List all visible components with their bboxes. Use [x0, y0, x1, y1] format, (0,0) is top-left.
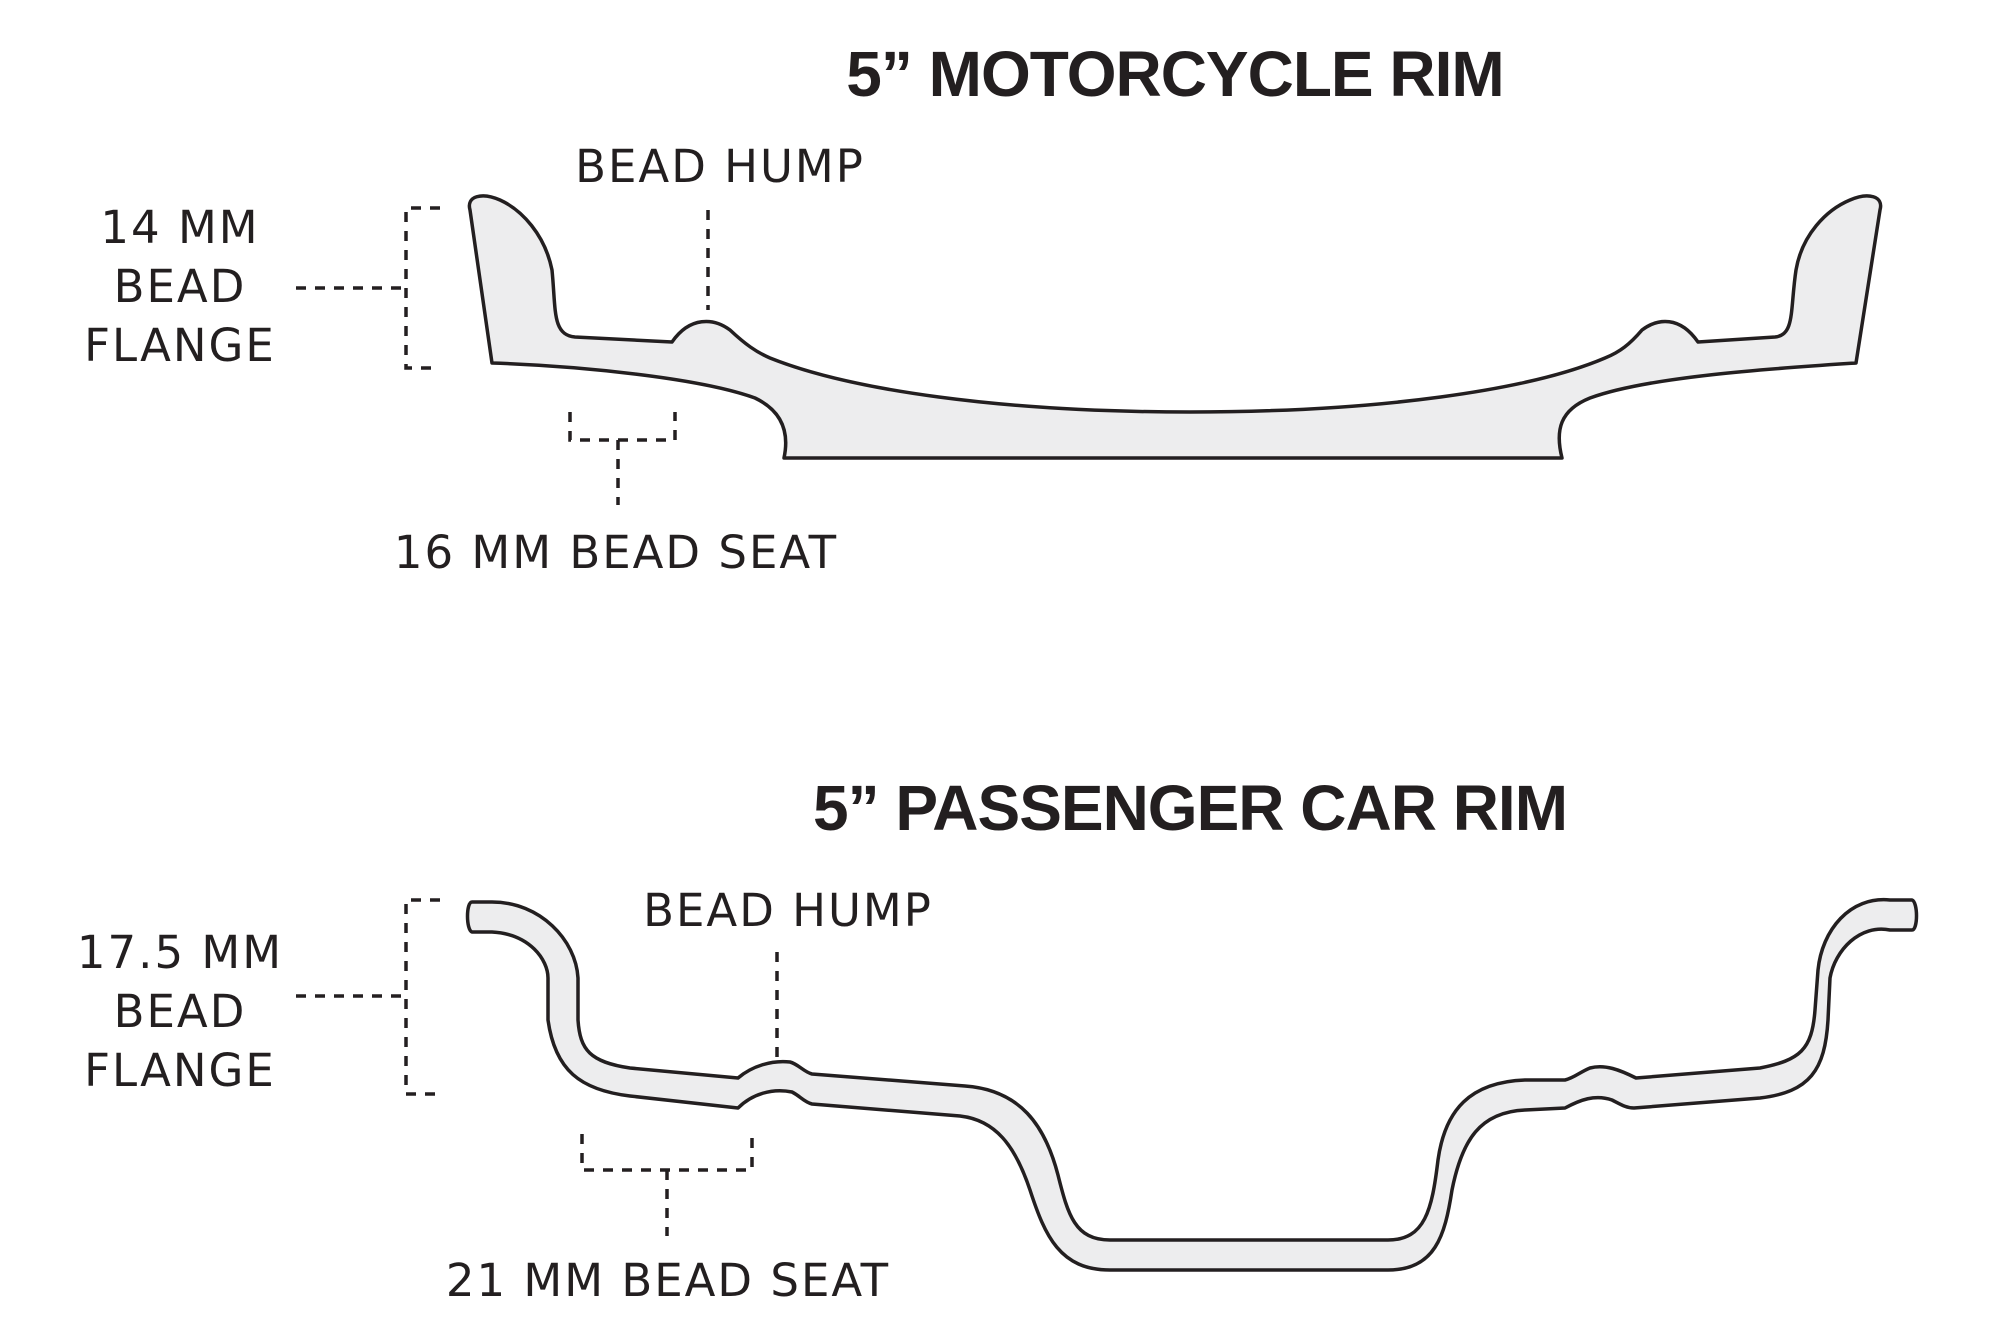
motorcycle-flange-word-label: FLANGE	[84, 319, 276, 372]
motorcycle-bead-seat-label: 16 MM BEAD SEAT	[394, 526, 838, 579]
motorcycle-flange-bead-label: BEAD	[114, 260, 247, 313]
motorcycle-rim-section: 5” MOTORCYCLE RIM BEAD HUMP 14 MM BEAD F…	[84, 38, 1883, 579]
motorcycle-bead-hump-label: BEAD HUMP	[575, 140, 865, 193]
passenger-bead-seat-label: 21 MM BEAD SEAT	[446, 1254, 890, 1307]
motorcycle-bead-seat-bracket	[568, 412, 677, 442]
passenger-flange-bead-label: BEAD	[114, 985, 247, 1038]
passenger-rim-profile	[465, 898, 1919, 1272]
passenger-flange-bracket	[404, 898, 440, 1096]
passenger-bead-hump-label: BEAD HUMP	[643, 884, 933, 937]
passenger-bead-seat-bracket	[580, 1134, 754, 1172]
passenger-rim-title: 5” PASSENGER CAR RIM	[813, 772, 1567, 844]
motorcycle-rim-title: 5” MOTORCYCLE RIM	[846, 38, 1503, 110]
passenger-flange-word-label: FLANGE	[84, 1044, 276, 1097]
passenger-rim-section: 5” PASSENGER CAR RIM BEAD HUMP 17.5 MM B…	[77, 772, 1919, 1307]
motorcycle-flange-bracket	[404, 206, 440, 370]
motorcycle-flange-value-label: 14 MM	[100, 201, 259, 254]
passenger-flange-value-label: 17.5 MM	[77, 926, 283, 979]
motorcycle-rim-profile	[467, 194, 1883, 460]
